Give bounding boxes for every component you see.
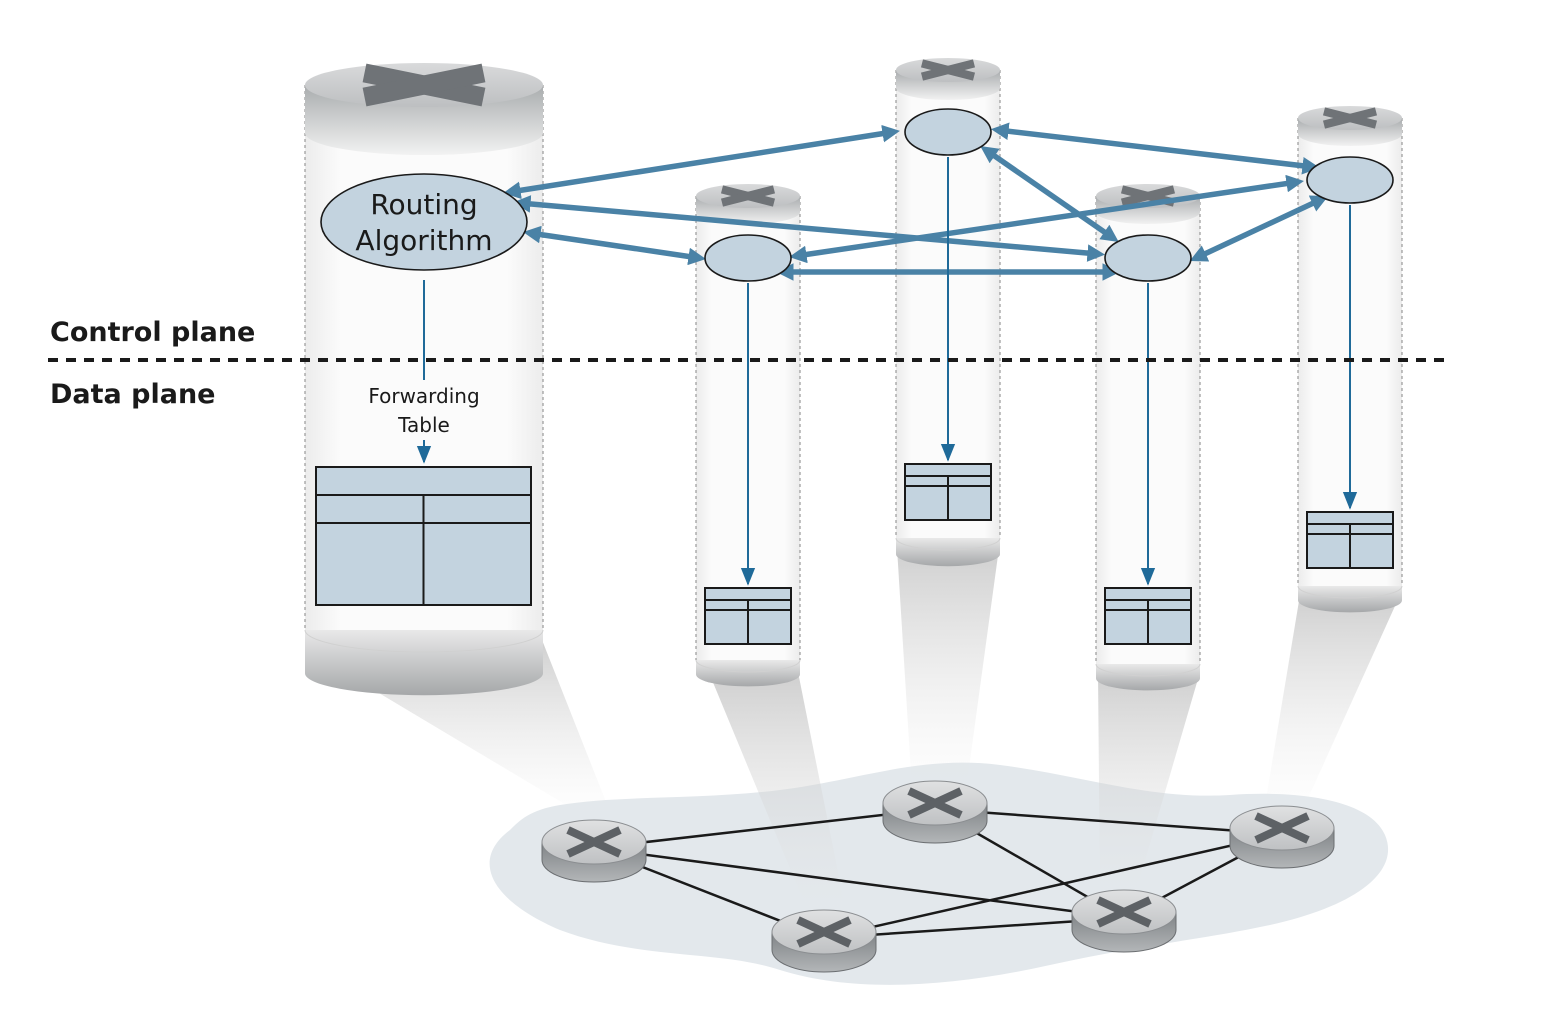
router-a	[541, 819, 647, 883]
router-e	[1229, 805, 1335, 869]
router-c-x-icon	[796, 916, 852, 948]
control-link-node-right-node-left	[789, 174, 1304, 264]
routing-algorithm-label-line2: Algorithm	[355, 224, 492, 257]
routing-algorithm-node	[320, 173, 528, 271]
cylinder-top-router-x-icon	[920, 59, 976, 81]
router-d	[1071, 889, 1177, 953]
control-link-routing-algorithm-node-top	[503, 124, 900, 200]
node-right-lower	[1104, 234, 1192, 282]
node-right	[1306, 156, 1394, 204]
forwarding-table-top	[904, 463, 992, 521]
network-link-router-a-router-d	[593, 846, 1125, 920]
node-center	[704, 234, 792, 282]
network-link-router-c-router-e	[823, 832, 1283, 940]
routing-algorithm-label-line1: Routing	[370, 188, 477, 221]
cylinder-right-router-x-icon	[1322, 107, 1378, 129]
forwarding-table-right-lower	[1104, 587, 1192, 645]
router-c	[771, 909, 877, 973]
control-link-routing-algorithm-node-center	[523, 225, 706, 266]
router-a-x-icon	[566, 826, 622, 858]
forwarding-table-right	[1306, 511, 1394, 569]
node-top	[904, 108, 992, 156]
forwarding-table-main	[315, 466, 532, 606]
network-link-router-a-router-b	[593, 807, 936, 850]
router-d-x-icon	[1096, 896, 1152, 928]
control-link-node-right-node-right-lower	[1189, 195, 1329, 262]
router-b-x-icon	[907, 787, 963, 819]
cylinder-main-router-x-icon	[362, 63, 486, 107]
control-link-node-top-node-right	[991, 122, 1320, 175]
router-e-x-icon	[1254, 812, 1310, 844]
forwarding-table-left	[704, 587, 792, 645]
network-link-router-b-router-e	[934, 807, 1283, 836]
data-plane-label: Data plane	[50, 379, 216, 410]
forwarding-table-label-line1: Forwarding	[368, 384, 479, 408]
router-b	[882, 780, 988, 844]
forwarding-table-label-line2: Table	[397, 413, 450, 437]
control-plane-label: Control plane	[50, 317, 255, 348]
